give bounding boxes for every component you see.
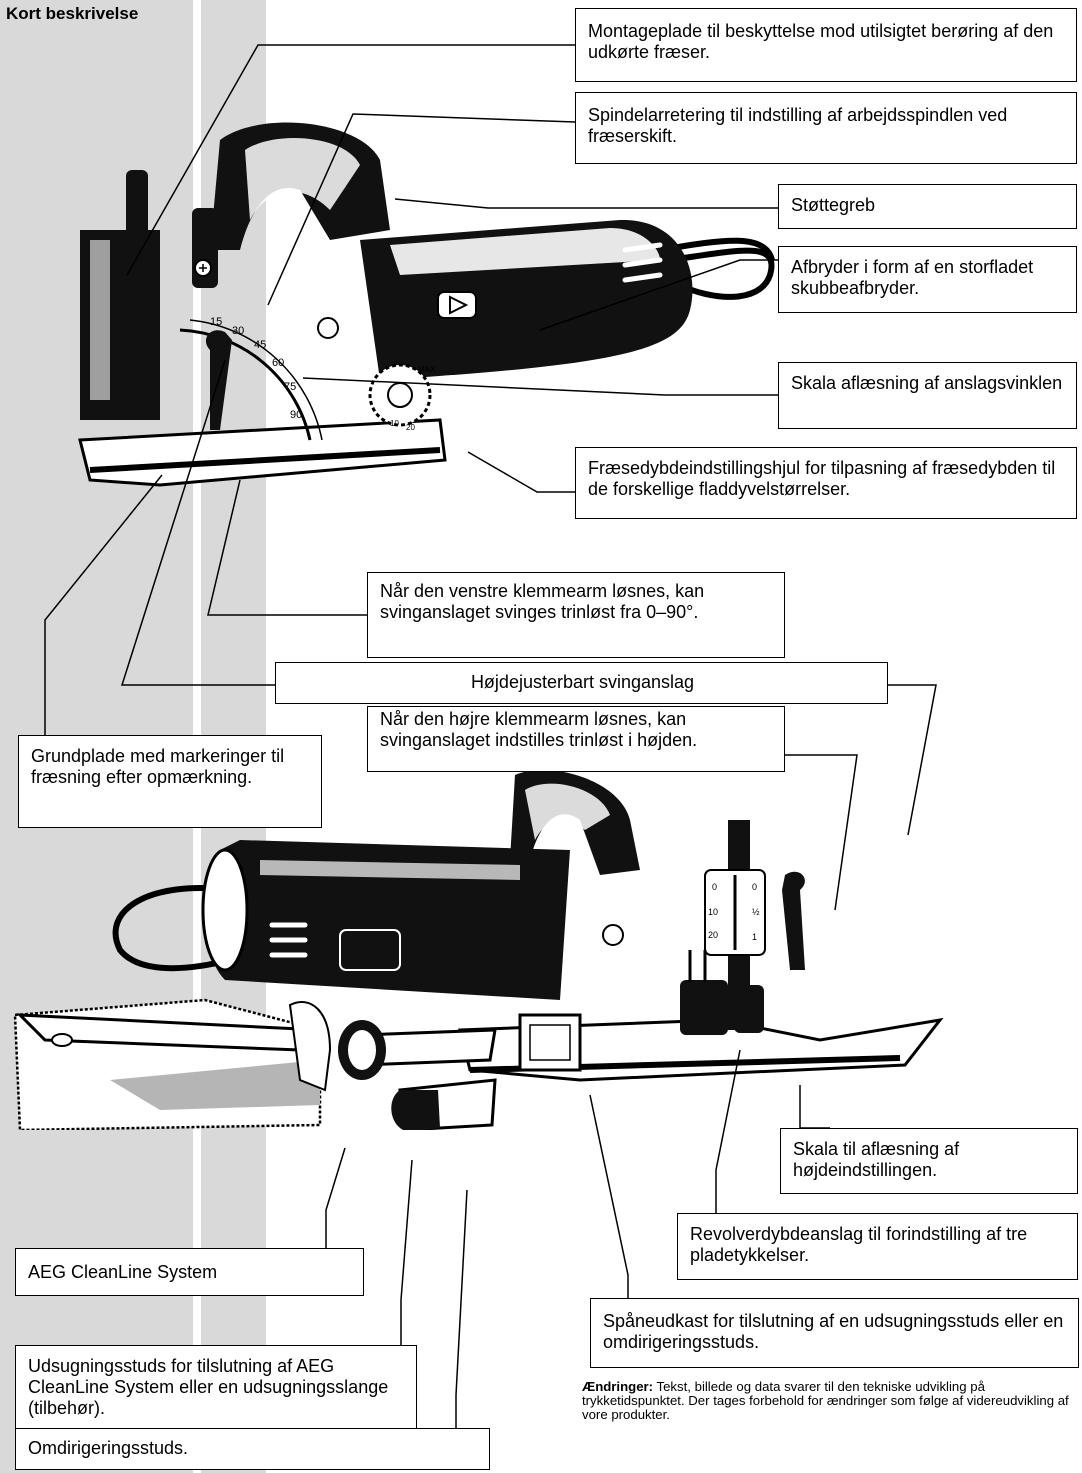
page-title: Kort beskrivelse [6,4,139,23]
callout-cleanline: AEG CleanLine System [15,1248,364,1296]
hex-bolt-icon [317,317,339,339]
callout-hojdejusterbart: Højdejusterbart svinganslag [275,662,888,704]
motor-highlight [390,228,660,275]
cleanline-box-icon [13,998,332,1130]
hex-bolt-icon [602,924,624,946]
angle-scale-icon [179,319,323,441]
callout-skala-vinkel: Skala aflæsning af anslagsvinklen [778,362,1077,429]
height-tick-10: 10 [708,907,718,917]
height-scale-icon [704,869,766,956]
vent-slots-icon [269,922,308,958]
callout-afbryder: Afbryder i form af en storfladet skubbea… [778,246,1077,313]
clamp-lever-right-icon [782,871,805,970]
callout-omdirigeringsstuds: Omdirigeringsstuds. [15,1428,490,1470]
callout-venstre-klemmearm: Når den venstre klemmearm løsnes, kan sv… [367,572,785,658]
height-tick-right-1: 1 [752,932,757,942]
dial-label-10: 10 [390,419,399,428]
extraction-nozzle-icon [338,1020,497,1080]
revolver-stop-icon [680,950,764,1035]
switch-icon [425,285,485,325]
switch-icon [339,929,401,971]
height-tick-0: 0 [712,882,717,892]
chip-outlet-icon [518,1013,582,1072]
height-tick-right-half: ½ [752,907,760,917]
vent-slots-icon [622,242,663,283]
base-plate [78,418,447,487]
joiner-illustration-top: 15 30 45 60 75 90 MAX 10 20 [78,122,775,487]
callout-udsugningsstuds: Udsugningsstuds for tilslutning af AEG C… [15,1345,417,1437]
callout-montageplade: Montageplade til beskyttelse mod utilsig… [575,8,1077,82]
callout-hojre-klemmearm: Når den højre klemmearm løsnes, kan svin… [367,706,785,772]
dial-label-max: MAX [418,365,436,374]
angle-tick-30: 30 [232,325,244,337]
callout-spindelarretering: Spindelarretering til indstilling af arb… [575,92,1077,164]
angle-tick-45: 45 [254,339,266,351]
handle-highlight [245,138,360,220]
footer-label: Ændringer: [582,1379,654,1394]
spindle-lock-icon [194,259,212,277]
height-tick-20: 20 [708,930,718,940]
depth-wheel-icon [368,363,432,427]
fence-post-left [126,170,148,240]
angle-tick-15: 15 [210,316,222,328]
callout-stottegreb: Støttegreb [778,184,1077,229]
diverter-nozzle-icon [391,1078,497,1130]
joiner-illustration-bottom: 0 10 20 0 ½ 1 [13,770,944,1130]
motor-end-cap [201,848,249,972]
footer-text: Tekst, billede og data svarer til den te… [582,1379,1069,1422]
angle-tick-60: 60 [272,357,284,369]
angle-tick-75: 75 [284,381,296,393]
callout-skala-hojde: Skala til aflæsning af højdeindstillinge… [780,1128,1078,1194]
cable-icon [112,885,231,972]
height-tick-right-0: 0 [752,882,757,892]
callout-fraesedybde: Fræsedybdeindstillingshjul for tilpasnin… [575,447,1077,519]
callout-spaneudkast: Spåneudkast for tilslutning af en udsugn… [590,1298,1079,1368]
callout-grundplade: Grundplade med markeringer til fræsning … [18,735,322,828]
motor-housing [203,840,570,1000]
dial-label-20: 20 [406,423,415,432]
footer-note: Ændringer: Tekst, billede og data svarer… [582,1380,1078,1422]
callout-revolver: Revolverdybdeanslag til forindstilling a… [677,1213,1078,1280]
angle-tick-90: 90 [290,409,302,421]
